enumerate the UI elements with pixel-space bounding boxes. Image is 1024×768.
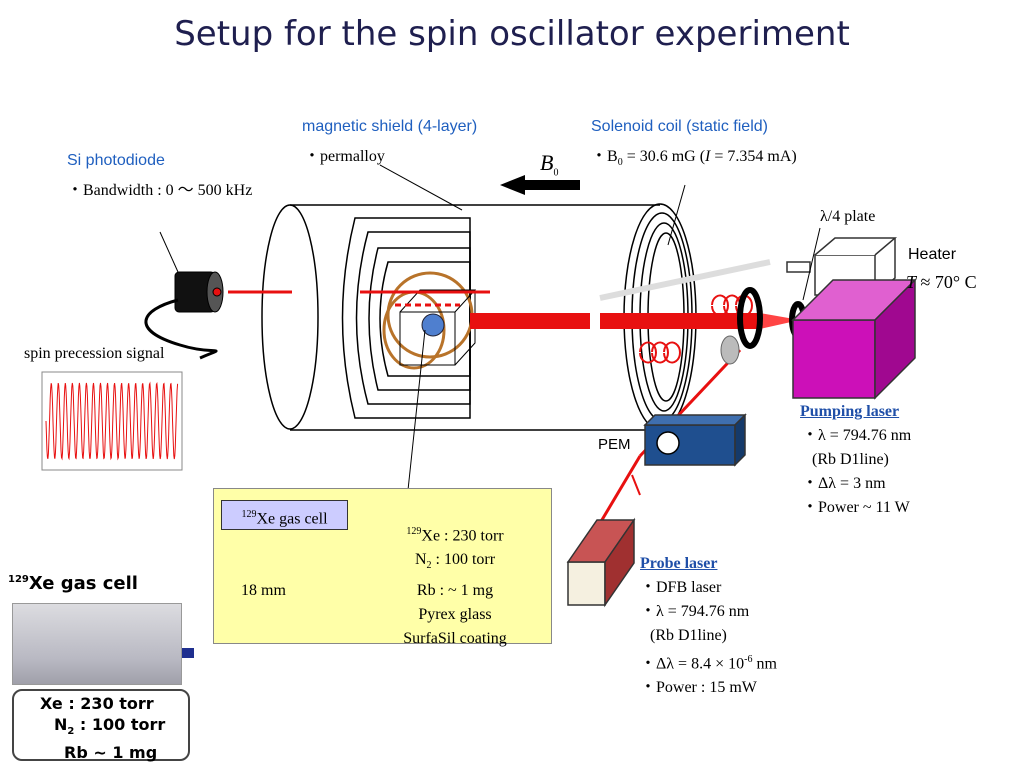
pump-spec-4: ・Power ~ 11 W [802,499,910,516]
pump-spec-1: ・λ = 794.76 nm [802,427,912,444]
gas-cell-sphere [421,313,445,337]
photo-spec-1: Xe : 230 torr [40,694,154,713]
pointer-lines [159,164,821,491]
mirror [720,335,740,365]
probe-laser-specs: ・DFB laser ・λ = 794.76 nm (Rb D1line) ・Δ… [640,576,777,700]
photodiode-cable [144,298,218,360]
photo-spec-3: Rb ~ 1 mg [64,743,158,763]
cell-holder [399,289,477,366]
shield-label: magnetic shield (4-layer) [302,118,478,135]
gas-spec-5: SurfaSil coating [403,629,507,647]
spin-precession-plot [41,371,183,471]
b0-arrow [500,175,580,195]
heater-label: Heater [908,246,957,263]
si-photodiode-label: Si photodiode [67,152,165,169]
heater-temp: T ≈ 70° C [906,272,977,292]
probe-laser-box [566,517,636,608]
spin-signal-label: spin precession signal [24,345,165,362]
pumping-laser-box [791,278,917,400]
b0-label: B0 [540,150,559,179]
bandwidth-label: ・Bandwidth : 0 ～ 500 kHz [67,182,253,199]
probe-laser-title: Probe laser [640,555,718,572]
photo-spec-2: N2 : 100 torr [54,715,166,738]
laser-beams [228,290,800,541]
waveplate-1 [737,287,763,349]
polarization-arrow [631,474,641,496]
pem-device [643,413,747,467]
probe-spec-5: ・Power : 15 mW [640,679,757,697]
photo-title: 129Xe gas cell [8,573,138,594]
pump-spec-3: ・Δλ = 3 nm [802,475,886,492]
gas-spec-2: N2 : 100 torr [414,551,496,572]
page-title: Setup for the spin oscillator experiment [174,14,850,54]
cell-size-label: 18 mm [241,582,286,599]
probe-spec-2: ・λ = 794.76 nm [640,603,750,620]
pem-label: PEM [598,436,631,453]
shield-material: ・permalloy [304,148,385,165]
gas-cell-label: 129Xe gas cell [221,500,348,530]
solenoid-label: Solenoid coil (static field) [591,118,768,135]
probe-spec-4: ・Δλ = 8.4 × 10-6 nm [640,654,777,673]
gas-spec-1: 129Xe : 230 torr [406,526,504,545]
probe-spec-3: (Rb D1line) [650,627,727,644]
quarter-plate-label: λ/4 plate [820,208,876,225]
gas-spec-4: Pyrex glass [418,605,492,623]
gas-cell-specs: 129Xe : 230 torr N2 : 100 torr Rb : ~ 1 … [380,520,530,651]
gas-spec-3: Rb : ~ 1 mg [416,581,494,599]
pump-spec-2: (Rb D1line) [812,451,889,468]
fiber-line [599,259,771,301]
pumping-laser-title: Pumping laser [800,403,900,420]
pumping-laser-specs: ・λ = 794.76 nm (Rb D1line) ・Δλ = 3 nm ・P… [802,424,911,520]
photo-specs-box: Xe : 230 torr N2 : 100 torr Rb ~ 1 mg [12,689,190,763]
probe-spec-1: ・DFB laser [640,579,722,596]
photodiode [174,271,224,313]
solenoid-spec: ・B0 = 30.6 mG (I = 7.354 mA) [591,148,797,169]
gas-cell-photo [12,603,182,685]
